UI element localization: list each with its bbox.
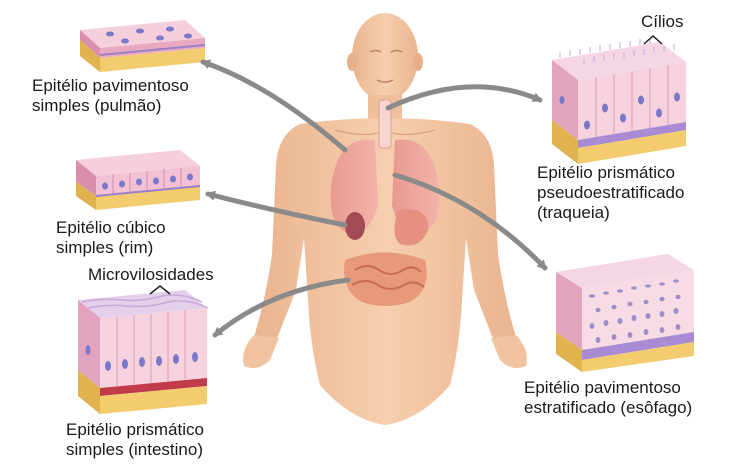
label-line: estratificado (esôfago) (524, 398, 693, 417)
arrows (200, 59, 548, 338)
kidney (345, 212, 365, 240)
tissue-cuboidal-simple (76, 150, 201, 210)
label-line: (traqueia) (537, 203, 610, 222)
arrow-to-cuboidal-simple (205, 190, 348, 228)
label-pseudostratified: Epitélio prismático pseudoestratificado … (537, 163, 684, 223)
arrow-to-stratified-squamous (392, 172, 548, 271)
label-line: simples (intestino) (66, 440, 203, 459)
trachea (378, 99, 392, 149)
label-cilia: Cílios (641, 12, 684, 31)
tissue-pseudostratified (552, 38, 686, 164)
microvilli-bracket (149, 285, 171, 295)
label-squamous-simple: Epitélio pavimentoso simples (pulmão) (32, 76, 189, 116)
label-line: Epitélio prismático (66, 420, 204, 439)
left-hand (243, 335, 279, 368)
label-line: Epitélio pavimentoso (524, 378, 681, 397)
label-cuboidal-simple: Epitélio cúbico simples (rim) (56, 218, 166, 258)
tissue-stratified-squamous (556, 254, 694, 372)
label-line: Epitélio prismático (537, 163, 675, 182)
label-line: simples (rim) (56, 238, 154, 257)
label-line: Epitélio pavimentoso (32, 76, 189, 95)
left-ear (347, 53, 357, 71)
cilia-bracket (643, 34, 663, 45)
label-microvilli: Microvilosidades (88, 265, 214, 284)
arrow-to-columnar-simple (212, 277, 351, 338)
right-hand (491, 335, 527, 368)
arrow-to-pseudostratified (385, 84, 543, 111)
tissue-squamous-simple (80, 20, 206, 72)
label-line: simples (pulmão) (32, 96, 162, 115)
stomach (394, 209, 429, 246)
tissue-columnar-simple (78, 290, 209, 414)
left-lung (330, 139, 378, 233)
intestines (344, 252, 427, 306)
head (352, 13, 418, 101)
arrow-to-squamous-simple (200, 59, 348, 153)
right-ear (413, 53, 423, 71)
label-line: pseudoestratificado (537, 183, 685, 202)
label-columnar-simple: Epitélio prismático simples (intestino) (66, 420, 204, 460)
human-body (243, 13, 527, 425)
label-stratified-squamous: Epitélio pavimentoso estratificado (esôf… (524, 378, 692, 418)
label-line: Epitélio cúbico (56, 218, 166, 237)
